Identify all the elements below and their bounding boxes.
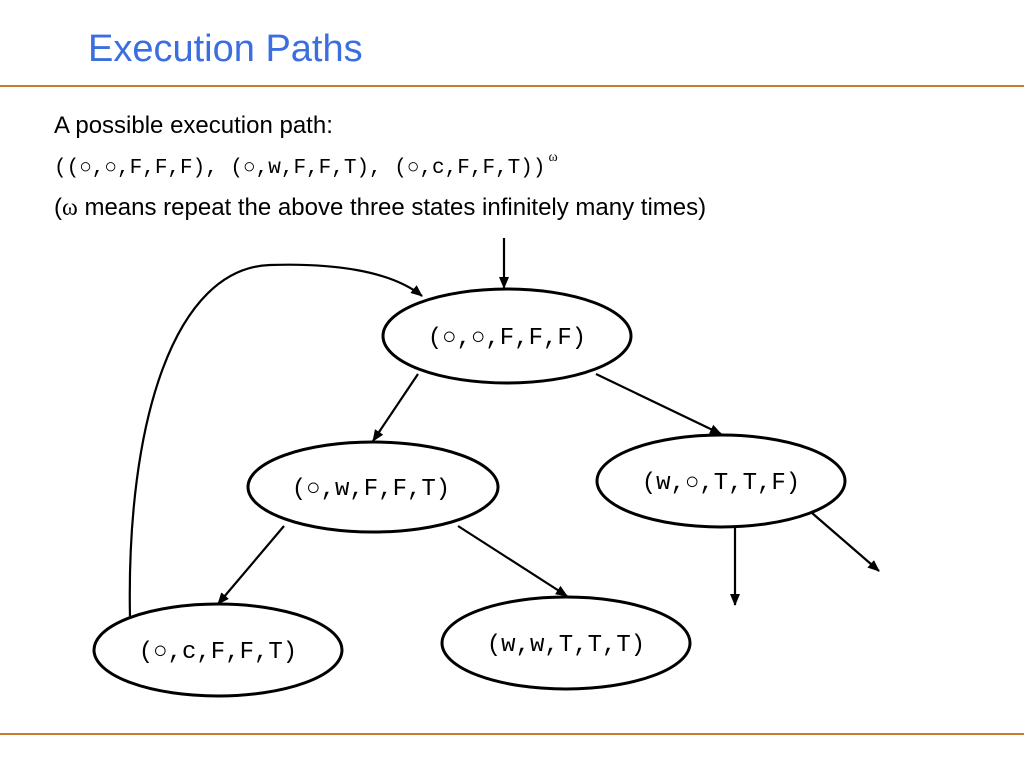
state-node-n2-label: (○,w,F,F,T) [292, 476, 450, 503]
omega-symbol: ω [62, 195, 78, 221]
omega-superscript: ω [548, 150, 558, 165]
bottom-divider [0, 733, 1024, 735]
omega-note-open: ( [54, 194, 62, 221]
top-divider [0, 85, 1024, 87]
edge-n1-to-n2 [372, 373, 419, 442]
state-node-n5: (w,w,T,T,T) [440, 595, 692, 691]
state-node-n3: (w,○,T,T,F) [595, 433, 847, 529]
execution-path-code: ((○,○,F,F,F), (○,w,F,F,T), (○,c,F,F,T))ω [54, 150, 558, 180]
state-node-n1-label: (○,○,F,F,F) [428, 325, 586, 352]
edge-n2-to-n4 [217, 525, 285, 605]
state-node-n3-label: (w,○,T,T,F) [642, 470, 800, 497]
state-node-n4: (○,c,F,F,T) [92, 602, 344, 698]
intro-text: A possible execution path: [54, 112, 333, 139]
state-node-n4-label: (○,c,F,F,T) [139, 639, 297, 666]
edge-n2-to-n5 [457, 525, 568, 597]
state-node-n5-label: (w,w,T,T,T) [487, 632, 645, 659]
execution-path-states: ((○,○,F,F,F), (○,w,F,F,T), (○,c,F,F,T)) [54, 157, 546, 180]
edge-n1-to-n3 [595, 373, 722, 435]
edge-n3-offpage-diagonal [811, 512, 880, 572]
slide-title: Execution Paths [88, 28, 363, 70]
omega-note-text: means repeat the above three states infi… [77, 194, 707, 221]
edge-n4-to-n1-loop [128, 263, 423, 619]
omega-note: (ω means repeat the above three states i… [54, 194, 706, 222]
state-node-n1: (○,○,F,F,F) [381, 287, 633, 385]
state-node-n2: (○,w,F,F,T) [246, 440, 500, 534]
